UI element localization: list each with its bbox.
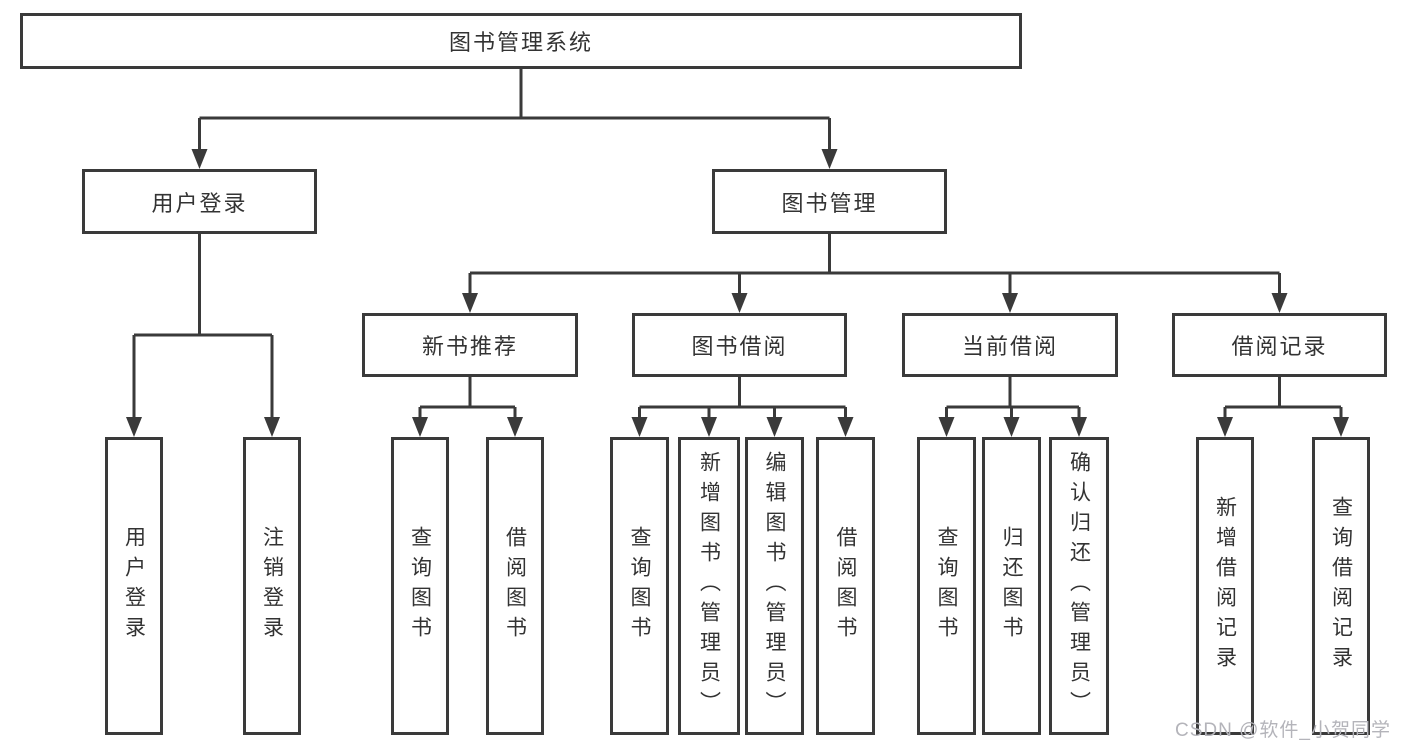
node-book-borrowing: 图书借阅 [632,313,847,377]
leaf-borrowing-query-books-label: 查询图书 [628,526,652,646]
node-root-label: 图书管理系统 [448,30,593,55]
leaf-borrowing-edit-books-admin-label: 编辑图书（管理员） [763,451,787,721]
connector-current-borrowing-to-leaves [945,377,1081,418]
connector-book-management-to-groups [468,234,1281,294]
leaf-borrowing-add-books-admin: 新增图书（管理员） [678,437,740,735]
arrowhead-icon [837,417,854,437]
node-user-login-label: 用户登录 [151,190,248,216]
arrowhead-icon [938,417,955,437]
leaf-borrowing-borrow-books-label: 借阅图书 [834,526,858,646]
connector-user-login-to-leaves [132,234,274,418]
node-book-management: 图书管理 [712,169,947,234]
leaf-current-confirm-return-admin-label: 确认归还（管理员） [1067,451,1091,721]
node-borrowing-records: 借阅记录 [1172,313,1387,377]
leaf-user-login-label: 用户登录 [122,526,146,646]
arrowhead-icon [1333,417,1349,437]
leaf-current-query-books-label: 查询图书 [935,526,959,646]
leaf-current-confirm-return-admin: 确认归还（管理员） [1049,437,1109,735]
arrowhead-icon [1002,293,1018,313]
node-book-borrowing-label: 图书借阅 [691,334,788,359]
arrowhead-icon [631,417,648,437]
node-new-book-recommendation: 新书推荐 [362,313,578,377]
connector-book-borrowing-to-leaves [638,377,847,418]
leaf-records-add-record-label: 新增借阅记录 [1213,496,1237,676]
leaf-recommend-query-books: 查询图书 [391,437,449,735]
leaf-user-login: 用户登录 [105,437,163,735]
arrowhead-icon [821,149,838,169]
node-new-book-recommendation-label: 新书推荐 [421,334,518,359]
arrowhead-icon [731,293,748,313]
leaf-recommend-borrow-books-label: 借阅图书 [503,526,527,646]
arrowhead-icon [507,417,523,437]
node-user-login: 用户登录 [82,169,317,234]
node-book-management-label: 图书管理 [781,190,878,216]
leaf-current-return-books: 归还图书 [982,437,1041,735]
arrowhead-icon [412,417,428,437]
arrowhead-icon [701,417,717,437]
watermark: CSDN @软件_小贺同学 [1175,720,1391,741]
arrowhead-icon [191,149,208,169]
connector-root-to-branches [198,69,831,150]
leaf-current-query-books: 查询图书 [917,437,976,735]
leaf-current-return-books-label: 归还图书 [1000,526,1024,646]
connector-new-book-to-leaves [418,377,517,418]
connector-records-to-leaves [1223,377,1343,418]
arrowhead-icon [264,417,280,437]
leaf-logout-label: 注销登录 [260,526,284,646]
arrowhead-icon [1003,417,1020,437]
leaf-recommend-borrow-books: 借阅图书 [486,437,544,735]
leaf-borrowing-borrow-books: 借阅图书 [816,437,875,735]
node-borrowing-records-label: 借阅记录 [1231,334,1328,359]
leaf-borrowing-add-books-admin-label: 新增图书（管理员） [697,451,721,721]
arrowhead-icon [1271,293,1288,313]
arrowhead-icon [462,293,478,313]
leaf-recommend-query-books-label: 查询图书 [408,526,432,646]
node-root-system: 图书管理系统 [20,13,1022,69]
arrowhead-icon [766,417,783,437]
leaf-logout: 注销登录 [243,437,301,735]
leaf-borrowing-edit-books-admin: 编辑图书（管理员） [745,437,804,735]
arrowhead-icon [1217,417,1233,437]
leaf-borrowing-query-books: 查询图书 [610,437,669,735]
arrowhead-icon [126,417,142,437]
leaf-records-query-record-label: 查询借阅记录 [1329,496,1353,676]
node-current-borrowing-label: 当前借阅 [961,334,1058,359]
leaf-records-add-record: 新增借阅记录 [1196,437,1254,735]
node-current-borrowing: 当前借阅 [902,313,1118,377]
leaf-records-query-record: 查询借阅记录 [1312,437,1370,735]
arrowhead-icon [1071,417,1087,437]
